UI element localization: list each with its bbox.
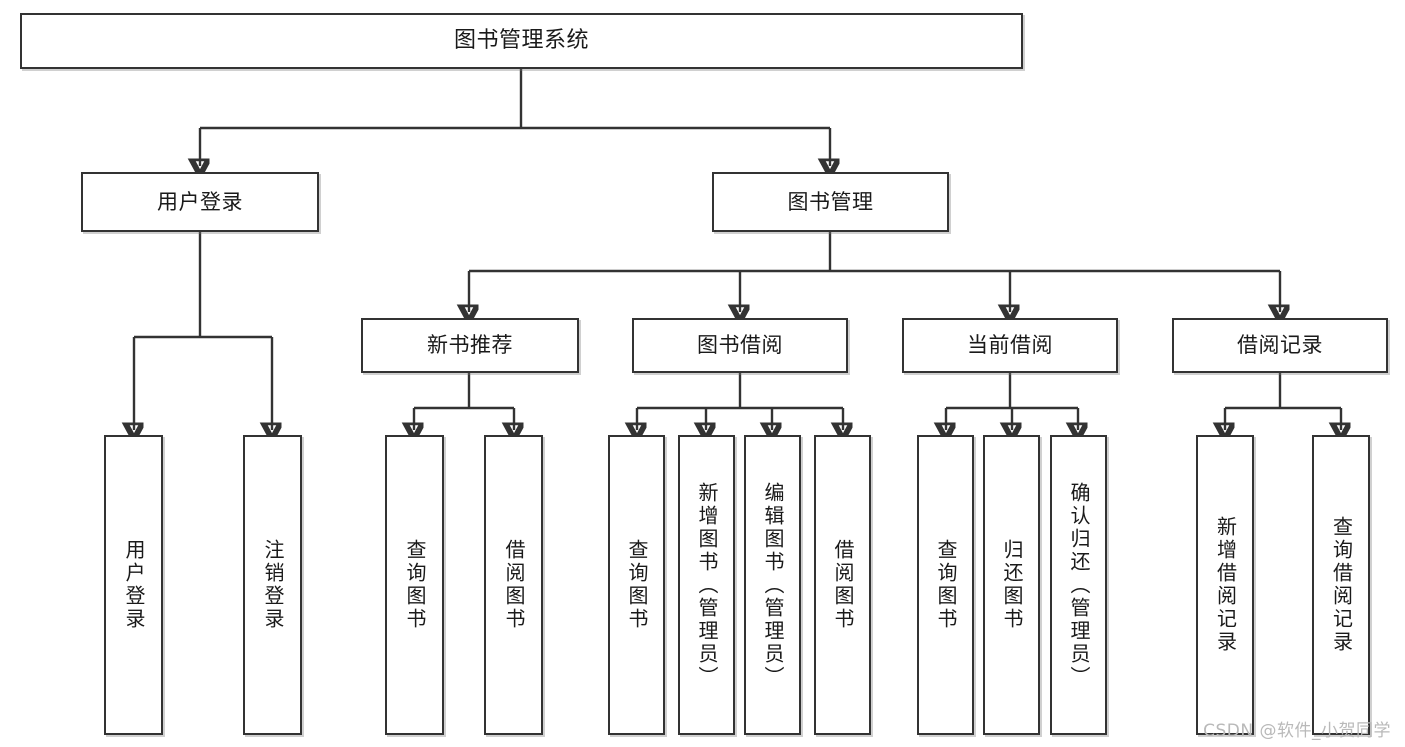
leaf-edit-book[interactable]: 编辑图书（管理员） xyxy=(744,435,801,735)
leaf-logout-login[interactable]: 注销登录 xyxy=(243,435,302,735)
node-book-borrow[interactable]: 图书借阅 xyxy=(632,318,848,373)
node-label: 图书管理系统 xyxy=(453,28,589,54)
node-label: 用户登录 xyxy=(122,539,146,631)
leaf-query-book-2[interactable]: 查询图书 xyxy=(608,435,665,735)
node-label: 编辑图书（管理员） xyxy=(761,481,785,689)
leaf-query-borrow-record[interactable]: 查询借阅记录 xyxy=(1312,435,1370,735)
node-label: 查询图书 xyxy=(403,539,427,631)
node-label: 图书借阅 xyxy=(697,333,783,358)
node-current-borrow[interactable]: 当前借阅 xyxy=(902,318,1118,373)
watermark: CSDN @软件_小贺同学 xyxy=(1203,721,1391,741)
node-label: 用户登录 xyxy=(157,189,243,214)
leaf-add-borrow-record[interactable]: 新增借阅记录 xyxy=(1196,435,1254,735)
leaf-query-book-1[interactable]: 查询图书 xyxy=(385,435,444,735)
node-label: 新增图书（管理员） xyxy=(695,481,719,689)
leaf-confirm-return[interactable]: 确认归还（管理员） xyxy=(1050,435,1107,735)
node-label: 注销登录 xyxy=(261,539,285,631)
leaf-add-book[interactable]: 新增图书（管理员） xyxy=(678,435,735,735)
leaf-query-book-3[interactable]: 查询图书 xyxy=(917,435,974,735)
node-label: 确认归还（管理员） xyxy=(1067,481,1091,689)
node-label: 查询借阅记录 xyxy=(1329,516,1354,654)
leaf-borrow-book-1[interactable]: 借阅图书 xyxy=(484,435,543,735)
node-label: 查询图书 xyxy=(934,539,958,631)
node-book-manage[interactable]: 图书管理 xyxy=(712,172,949,232)
node-borrow-record[interactable]: 借阅记录 xyxy=(1172,318,1388,373)
node-label: 归还图书 xyxy=(1000,539,1024,631)
node-label: 查询图书 xyxy=(625,539,649,631)
node-label: 新增借阅记录 xyxy=(1213,516,1238,654)
node-label: 借阅图书 xyxy=(831,539,855,631)
node-book-management-system[interactable]: 图书管理系统 xyxy=(20,13,1023,69)
leaf-user-login[interactable]: 用户登录 xyxy=(104,435,163,735)
node-user-login[interactable]: 用户登录 xyxy=(81,172,319,232)
node-new-book-recommend[interactable]: 新书推荐 xyxy=(361,318,579,373)
node-label: 新书推荐 xyxy=(427,333,513,358)
leaf-borrow-book-2[interactable]: 借阅图书 xyxy=(814,435,871,735)
node-label: 当前借阅 xyxy=(967,333,1053,358)
node-label: 借阅图书 xyxy=(502,539,526,631)
leaf-return-book[interactable]: 归还图书 xyxy=(983,435,1040,735)
node-label: 图书管理 xyxy=(787,189,874,214)
node-label: 借阅记录 xyxy=(1237,333,1323,358)
